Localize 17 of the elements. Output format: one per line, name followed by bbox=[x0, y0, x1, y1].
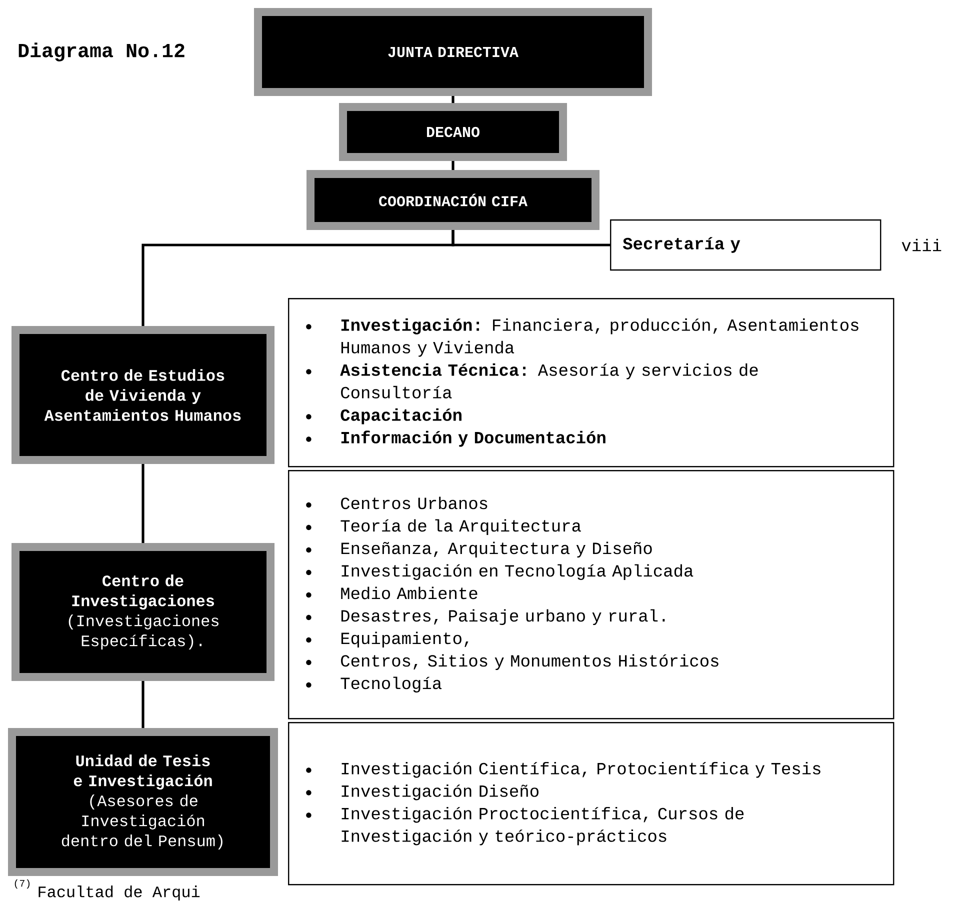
process-box: Secretaría y bbox=[610, 219, 882, 271]
list-box: Investigación Científica, Protocientífica y Tesis Investigación Diseño Investigación Proctocientífica, Cursos de Investigación y teórico-prácticos bbox=[288, 722, 894, 886]
unit-box: Unidad de Tesis e Investigación (Asesores de Investigación dentro del Pensum) bbox=[8, 728, 278, 876]
connector-line bbox=[452, 161, 454, 170]
page-number: viii bbox=[902, 238, 942, 252]
list-box: Centros Urbanos Teoría de la Arquitectura Enseñanza, Arquitectura y Diseño Investigación en Tecnología Aplicada Medio Ambiente Desastres, Paisaje urbano y rural. Equipamiento, Centros, Sitios y Monumentos Históricos Tecnología bbox=[288, 470, 894, 720]
connector-line bbox=[142, 681, 144, 728]
connector-line bbox=[452, 96, 454, 103]
list-box: Investigación: Financiera, producción, Asentamientos Humanos y Vivienda Asistencia Técnica: Asesoría y servicios de Consultoría Capacitación Información y Documentación bbox=[288, 298, 894, 468]
connector-line bbox=[142, 230, 454, 326]
title-box: DECANO bbox=[339, 103, 567, 161]
diagram-title: Diagrama No.12 bbox=[18, 42, 184, 62]
unit-box: Centro de Estudios de Vivienda y Asentamientos Humanos bbox=[12, 326, 274, 464]
title-box: JUNTA DIRECTIVA bbox=[254, 8, 652, 96]
title-box: COORDINACIÓN CIFA bbox=[306, 170, 600, 230]
connector-line bbox=[142, 464, 144, 543]
unit-box: Centro de Investigaciones (Investigaciones Específicas). bbox=[12, 543, 274, 681]
